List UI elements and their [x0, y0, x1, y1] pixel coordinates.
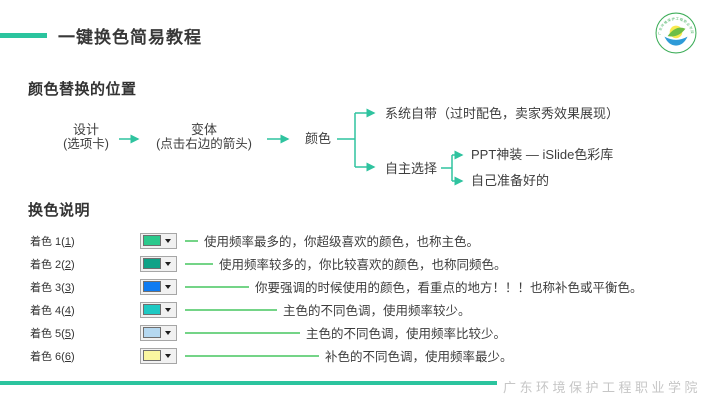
dropdown-arrow-icon	[165, 353, 171, 358]
color-swatch-1	[143, 235, 161, 246]
color-swatch-4	[143, 304, 161, 315]
footer-school-name: 广东环境保护工程职业学院	[503, 380, 702, 395]
connector-line	[185, 285, 249, 288]
color-dropdown-button-5[interactable]	[140, 324, 177, 341]
color-row-2: 着色 2(2) 使用频率较多的，你比较喜欢的颜色，也称同频色。	[30, 255, 507, 272]
branch-custom-option: 自主选择	[385, 161, 438, 176]
color-row-1: 着色 1(1) 使用频率最多的，你超级喜欢的颜色，也称主色。	[30, 232, 479, 249]
dropdown-arrow-icon	[165, 330, 171, 335]
section-heading-position: 颜色替换的位置	[28, 81, 137, 98]
color-row-3: 着色 3(3) 你要强调的时候使用的颜色，看重点的地方！！！也称补色或平衡色。	[30, 278, 643, 295]
color-swatch-6	[143, 350, 161, 361]
color-swatch-3	[143, 281, 161, 292]
color-dropdown-button-6[interactable]	[140, 347, 177, 364]
color-row-6: 着色 6(6) 补色的不同色调，使用频率最少。	[30, 347, 513, 364]
flow-node-variant: 变体 (点击右边的箭头)	[144, 122, 264, 151]
swatch-label-3: 着色 3(3)	[30, 281, 75, 294]
footer-accent-line	[0, 381, 497, 385]
dropdown-arrow-icon	[165, 238, 171, 243]
swatch-label-2: 着色 2(2)	[30, 258, 75, 271]
variant-sublabel: (点击右边的箭头)	[156, 137, 252, 151]
dropdown-arrow-icon	[165, 284, 171, 289]
dropdown-arrow-icon	[165, 261, 171, 266]
color-dropdown-button-3[interactable]	[140, 278, 177, 295]
connector-line	[185, 262, 213, 265]
swatch-description-6: 补色的不同色调，使用频率最少。	[325, 350, 513, 364]
swatch-description-5: 主色的不同色调，使用频率比较少。	[306, 327, 507, 341]
page-title: 一键换色简易教程	[58, 28, 202, 47]
connector-line	[185, 308, 277, 311]
swatch-description-4: 主色的不同色调，使用频率较少。	[283, 304, 471, 318]
variant-label: 变体	[190, 122, 217, 137]
swatch-label-4: 着色 4(4)	[30, 304, 75, 317]
swatch-description-3: 你要强调的时候使用的颜色，看重点的地方！！！也称补色或平衡色。	[255, 281, 643, 295]
connector-line	[185, 354, 319, 357]
color-dropdown-button-2[interactable]	[140, 255, 177, 272]
swatch-label-1: 着色 1(1)	[30, 235, 75, 248]
connector-line	[185, 331, 300, 334]
section-heading-explain: 换色说明	[28, 202, 91, 219]
swatch-label-5: 着色 5(5)	[30, 327, 75, 340]
dropdown-arrow-icon	[165, 307, 171, 312]
swatch-label-6: 着色 6(6)	[30, 350, 75, 363]
swatch-description-2: 使用频率较多的，你比较喜欢的颜色，也称同频色。	[219, 258, 507, 272]
school-emblem-logo: 广东环境保护工程职业学院	[655, 12, 697, 54]
connector-line	[185, 239, 198, 242]
branch-system-option: 系统自带（过时配色，卖家秀效果展现）	[385, 106, 620, 121]
design-label: 设计	[72, 122, 99, 137]
flow-node-color: 颜色	[304, 131, 331, 146]
title-accent-line	[0, 33, 47, 38]
color-row-5: 着色 5(5) 主色的不同色调，使用频率比较少。	[30, 324, 506, 341]
color-swatch-2	[143, 258, 161, 269]
flow-node-design: 设计 (选项卡)	[50, 122, 122, 151]
color-row-4: 着色 4(4) 主色的不同色调，使用频率较少。	[30, 301, 471, 318]
color-dropdown-button-4[interactable]	[140, 301, 177, 318]
swatch-description-1: 使用频率最多的，你超级喜欢的颜色，也称主色。	[204, 235, 480, 249]
design-sublabel: (选项卡)	[63, 137, 109, 151]
color-swatch-5	[143, 327, 161, 338]
color-dropdown-button-1[interactable]	[140, 232, 177, 249]
custom-sub-own: 自己准备好的	[471, 173, 550, 188]
custom-sub-islide: PPT神装 — iSlide色彩库	[471, 147, 614, 162]
